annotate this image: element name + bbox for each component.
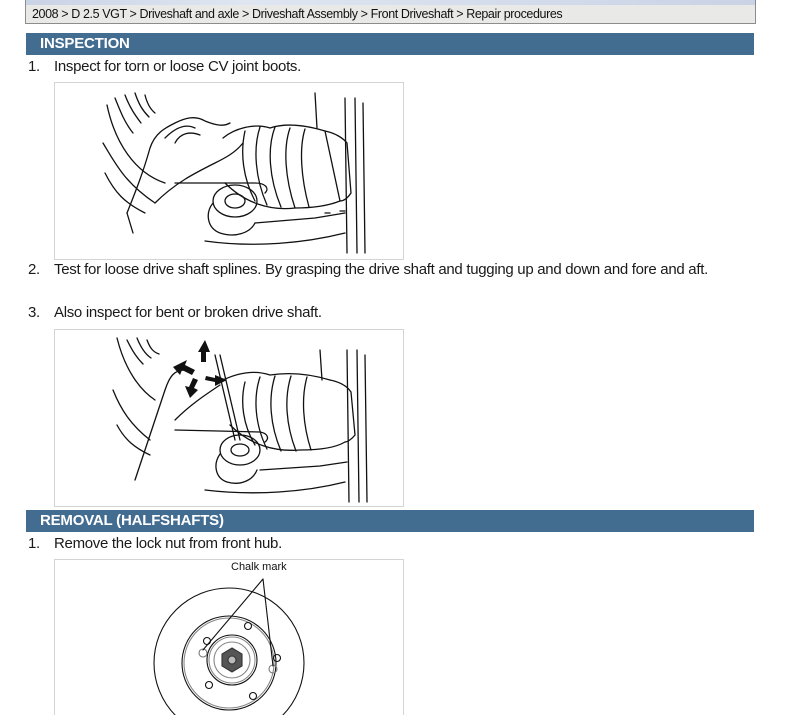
step-number: 3.: [28, 304, 40, 321]
top-toolbar-strip: [25, 0, 756, 5]
chalk-mark-label: Chalk mark: [231, 561, 287, 573]
section-header-inspection: INSPECTION: [26, 33, 754, 55]
cv-joint-boot-inspection-illustration: [54, 82, 404, 260]
section-header-removal-halfshafts: REMOVAL (HALFSHAFTS): [26, 510, 754, 532]
drive-shaft-spline-test-illustration: [54, 329, 404, 507]
breadcrumb: 2008 > D 2.5 VGT > Driveshaft and axle >…: [25, 5, 756, 24]
inspection-step-3: 3. Also inspect for bent or broken drive…: [28, 302, 768, 324]
front-hub-lock-nut-illustration: Chalk mark: [54, 559, 404, 715]
step-text: Inspect for torn or loose CV joint boots…: [54, 58, 301, 75]
step-number: 2.: [28, 261, 40, 278]
inspection-step-2: 2. Test for loose drive shaft splines. B…: [28, 259, 768, 281]
step-number: 1.: [28, 58, 40, 75]
inspection-step-1: 1. Inspect for torn or loose CV joint bo…: [28, 56, 768, 78]
step-number: 1.: [28, 535, 40, 552]
step-text: Remove the lock nut from front hub.: [54, 535, 282, 552]
step-text: Test for loose drive shaft splines. By g…: [54, 261, 708, 278]
removal-step-1: 1. Remove the lock nut from front hub.: [28, 533, 768, 555]
step-text: Also inspect for bent or broken drive sh…: [54, 304, 322, 321]
